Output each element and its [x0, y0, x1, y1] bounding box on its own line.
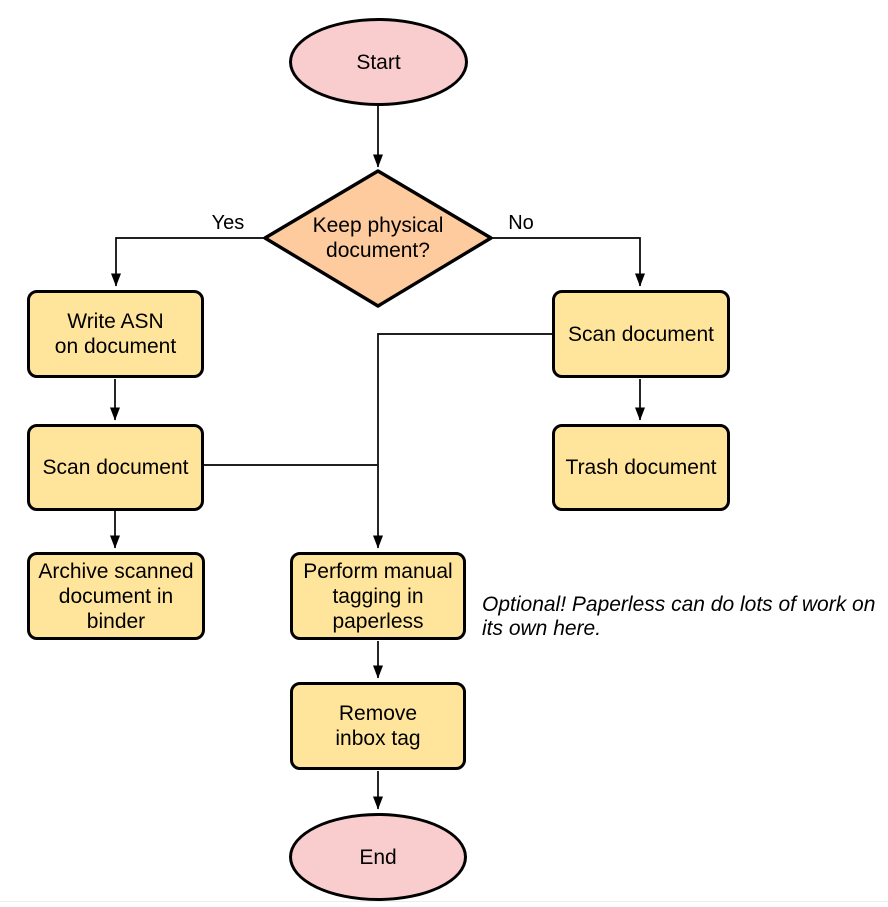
edge-scan-right-to-tagging [373, 333, 552, 549]
node-scan-document-right-label: Scan document [568, 322, 714, 346]
node-remove-inbox-tag: Remove inbox tag [290, 682, 466, 770]
node-write-asn: Write ASN on document [27, 290, 204, 378]
node-write-asn-label: Write ASN on document [54, 310, 177, 358]
page-divider [0, 901, 888, 902]
edge-label-no: No [491, 211, 551, 235]
edge-decision-yes-to-write-asn [111, 237, 265, 287]
node-manual-tagging-label: Perform manual tagging in paperless [303, 559, 453, 633]
node-trash-document: Trash document [552, 424, 730, 511]
node-start-label: Start [356, 50, 401, 74]
node-end-label: End [359, 845, 397, 869]
optional-note: Optional! Paperless can do lots of work … [482, 593, 876, 640]
node-archive-document-label: Archive scanned document in binder [38, 559, 194, 633]
node-manual-tagging: Perform manual tagging in paperless [290, 552, 466, 640]
node-end: End [289, 813, 467, 901]
node-scan-document-left: Scan document [27, 424, 204, 511]
node-scan-document-right: Scan document [552, 290, 730, 378]
node-archive-document: Archive scanned document in binder [27, 552, 205, 640]
node-remove-inbox-tag-label: Remove inbox tag [335, 702, 421, 750]
node-decision: Keep physical document? [293, 199, 463, 277]
node-decision-label: Keep physical document? [312, 214, 444, 262]
node-start: Start [289, 18, 468, 106]
edge-label-yes: Yes [198, 211, 258, 235]
edge-decision-no-to-scan-right [491, 237, 645, 287]
node-scan-document-left-label: Scan document [42, 456, 189, 479]
node-trash-document-label: Trash document [565, 456, 717, 479]
